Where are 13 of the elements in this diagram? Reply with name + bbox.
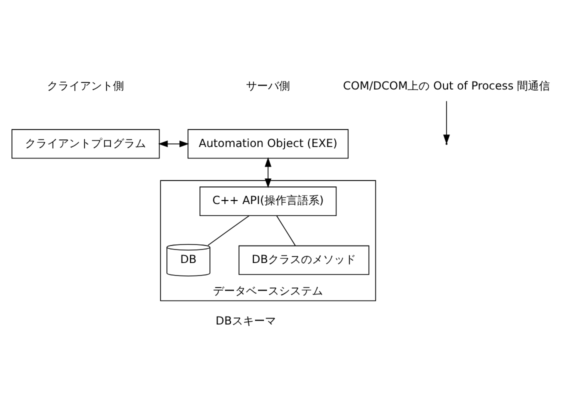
node-box: C++ API(操作言語系) bbox=[200, 186, 337, 216]
node-box: クライアントプログラム bbox=[12, 129, 160, 159]
label: サーバ側 bbox=[246, 79, 290, 92]
node-box: DBクラスのメソッド bbox=[238, 245, 370, 275]
connector bbox=[276, 215, 296, 246]
node-box: Automation Object (EXE) bbox=[188, 129, 349, 159]
node-text: COM/DCOM上の Out of Process 間通信 bbox=[343, 79, 550, 92]
label: クライアント側 bbox=[47, 79, 124, 92]
connector bbox=[208, 215, 250, 246]
arrow bbox=[264, 157, 272, 188]
arrow bbox=[443, 100, 450, 144]
arrow bbox=[158, 140, 190, 148]
label: DBスキーマ bbox=[216, 314, 276, 328]
